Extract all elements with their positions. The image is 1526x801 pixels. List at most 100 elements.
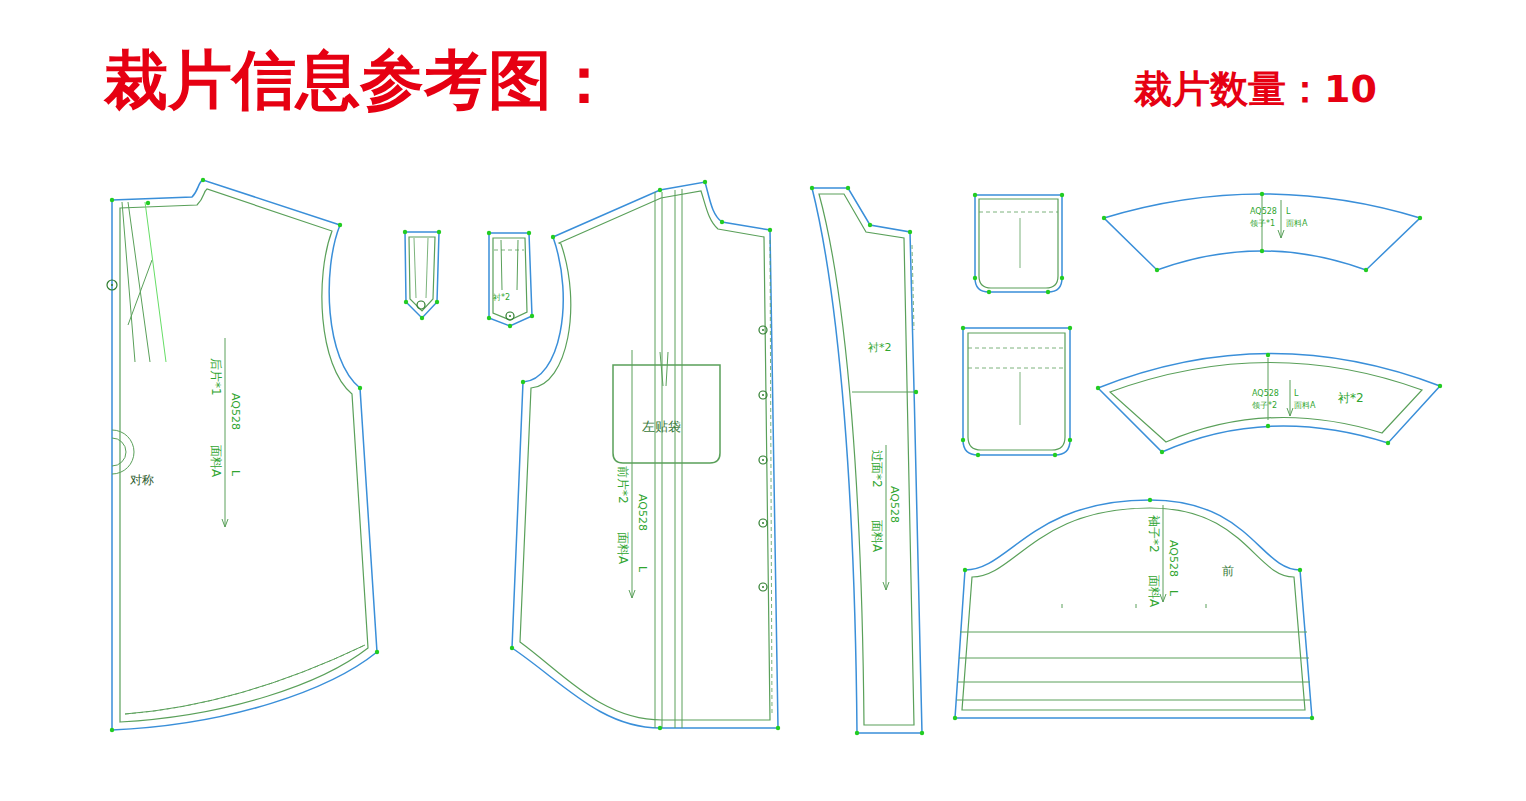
point-dot bbox=[110, 728, 114, 732]
mark-line bbox=[1268, 358, 1269, 420]
mark-line bbox=[145, 202, 166, 362]
point-dot bbox=[521, 380, 525, 384]
mark-line bbox=[675, 190, 676, 728]
piece-label: 前 bbox=[1222, 565, 1234, 577]
mark-line bbox=[662, 192, 663, 728]
cut-line bbox=[1098, 353, 1440, 452]
piece-label: 衬*2 bbox=[493, 294, 510, 302]
button-mark bbox=[759, 583, 767, 591]
button-mark bbox=[759, 326, 767, 334]
button-mark bbox=[762, 459, 764, 461]
point-dot bbox=[658, 726, 662, 730]
button-mark bbox=[759, 456, 767, 464]
point-dot bbox=[338, 223, 342, 227]
point-dot bbox=[810, 186, 814, 190]
cut-line bbox=[1104, 194, 1420, 270]
point-dot bbox=[487, 316, 491, 320]
mark-line bbox=[660, 352, 663, 386]
point-dot bbox=[776, 726, 780, 730]
button-mark bbox=[111, 284, 113, 286]
piece-label: 面料A bbox=[1286, 220, 1307, 228]
button-mark bbox=[759, 519, 767, 527]
cut-line bbox=[512, 182, 778, 728]
point-dot bbox=[510, 646, 514, 650]
pattern-piece: 袖子*2AQ528L面料A前 bbox=[950, 495, 1318, 723]
point-dot bbox=[1364, 268, 1368, 272]
pattern-piece: 前片*2AQ528面料AL左贴袋 bbox=[505, 175, 787, 737]
mark-line bbox=[1062, 604, 1063, 608]
point-dot bbox=[1266, 353, 1270, 357]
piece-label: AQ528 bbox=[637, 494, 648, 531]
button-mark bbox=[509, 315, 511, 317]
seam-line bbox=[819, 194, 914, 725]
mark-line bbox=[222, 338, 228, 527]
piece-label: 对称 bbox=[130, 474, 154, 486]
piece-outline bbox=[484, 228, 536, 330]
piece-label: L bbox=[1286, 208, 1290, 216]
button-mark bbox=[762, 329, 764, 331]
pattern-piece: 衬*2过面*2AQ528面料A bbox=[806, 182, 930, 738]
point-dot bbox=[720, 220, 724, 224]
mark-line bbox=[112, 430, 134, 474]
piece-label: AQ528 bbox=[230, 393, 241, 430]
mark-line bbox=[682, 189, 683, 728]
point-dot bbox=[1298, 568, 1302, 572]
mark-line bbox=[960, 632, 1307, 633]
point-dot bbox=[914, 390, 918, 394]
piece-outline bbox=[806, 182, 930, 738]
point-dot bbox=[846, 186, 850, 190]
point-dot bbox=[703, 180, 707, 184]
point-dot bbox=[855, 731, 859, 735]
mark-line bbox=[629, 350, 635, 598]
point-dot bbox=[1386, 441, 1390, 445]
mark-line bbox=[517, 240, 518, 290]
point-dot bbox=[768, 228, 772, 232]
piece-outline bbox=[613, 365, 720, 463]
point-dot bbox=[953, 716, 957, 720]
stitch-line bbox=[912, 245, 914, 330]
point-dot bbox=[201, 178, 205, 182]
point-dot bbox=[358, 386, 362, 390]
pattern-piece: AQ528L领子*2面料A衬*2 bbox=[1092, 345, 1447, 460]
point-dot bbox=[1096, 386, 1100, 390]
mark-line bbox=[852, 392, 914, 393]
piece-label: 衬*2 bbox=[868, 342, 892, 353]
point-dot bbox=[1438, 384, 1442, 388]
seam-line bbox=[120, 189, 368, 722]
button-mark bbox=[107, 280, 117, 290]
piece-label: 左贴袋 bbox=[642, 420, 681, 433]
point-dot bbox=[551, 235, 555, 239]
point-dot bbox=[146, 201, 150, 205]
piece-outline bbox=[105, 175, 385, 737]
piece-label: AQ528 bbox=[1252, 390, 1279, 398]
mark-line bbox=[128, 202, 150, 362]
mark-line bbox=[957, 700, 1310, 701]
point-dot bbox=[868, 223, 872, 227]
piece-label: AQ528 bbox=[889, 486, 900, 523]
pattern-piece: 衬*2 bbox=[484, 228, 536, 330]
seam-line bbox=[962, 508, 1305, 710]
mark-line bbox=[122, 202, 135, 362]
piece-label: 袖子*2 bbox=[1148, 515, 1160, 553]
mark-line bbox=[1160, 505, 1166, 602]
seam-line bbox=[520, 191, 770, 720]
mark-line bbox=[655, 192, 656, 728]
point-dot bbox=[1310, 716, 1314, 720]
piece-label: 面料A bbox=[1148, 575, 1160, 607]
piece-label: L bbox=[230, 470, 241, 476]
point-dot bbox=[110, 198, 114, 202]
pattern-piece: 后片*1AQ528面料AL对称 bbox=[105, 175, 385, 737]
piece-label: L bbox=[637, 566, 648, 572]
piece-label: 前片*2 bbox=[617, 466, 629, 504]
piece-label: 过面*2 bbox=[871, 450, 883, 488]
mark-line bbox=[666, 352, 668, 386]
point-dot bbox=[375, 650, 379, 654]
pattern-piece: AQ528L领子*1面料A bbox=[1098, 185, 1428, 277]
point-dot bbox=[508, 324, 512, 328]
cut-line bbox=[812, 188, 922, 733]
point-dot bbox=[908, 230, 912, 234]
page-title: 裁片信息参考图： bbox=[104, 48, 616, 112]
pattern-piece: 左贴袋 bbox=[613, 365, 720, 463]
mark-line bbox=[1278, 200, 1284, 238]
